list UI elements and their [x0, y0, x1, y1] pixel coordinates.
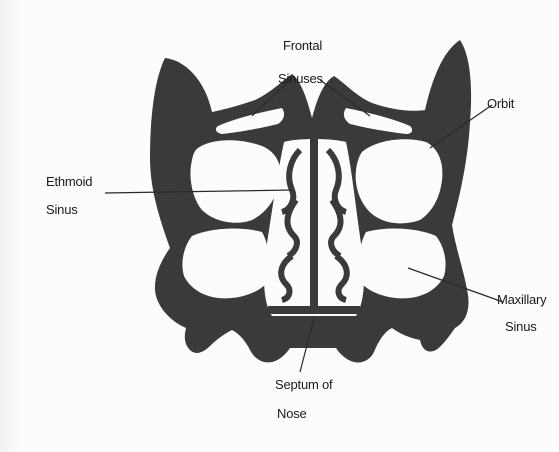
maxillary-label-line1: Maxillary [497, 291, 546, 308]
orbit-label-line1: Orbit [487, 95, 514, 112]
nasal-septum [310, 132, 318, 312]
maxillary-sinus-label-2: Sinus [505, 318, 537, 335]
nasal-floor [268, 306, 360, 314]
ethmoid-sinus-label-2: Sinus [46, 201, 78, 218]
maxillary-sinus-label: Maxillary [497, 291, 546, 308]
right-orbit-cavity [356, 139, 443, 223]
maxillary-label-line2: Sinus [505, 318, 537, 335]
septum-label: Septum of [275, 376, 332, 393]
ethmoid-label-line1: Ethmoid [46, 173, 92, 190]
septum-label-line2: Nose [277, 405, 307, 422]
crista-galli [311, 118, 317, 136]
right-maxillary-sinus [359, 229, 445, 299]
frontal-sinuses-label-2: Sinuses [278, 70, 323, 87]
ethmoid-label-line2: Sinus [46, 201, 78, 218]
septum-label-line1: Septum of [275, 376, 332, 393]
septum-label-2: Nose [277, 405, 307, 422]
ethmoid-sinus-label: Ethmoid [46, 173, 92, 190]
frontal-label-line2: Sinuses [278, 70, 323, 87]
frontal-sinuses-label: Frontal [283, 37, 322, 54]
left-maxillary-sinus [182, 229, 268, 299]
frontal-label-line1: Frontal [283, 37, 322, 54]
orbit-label: Orbit [487, 95, 514, 112]
